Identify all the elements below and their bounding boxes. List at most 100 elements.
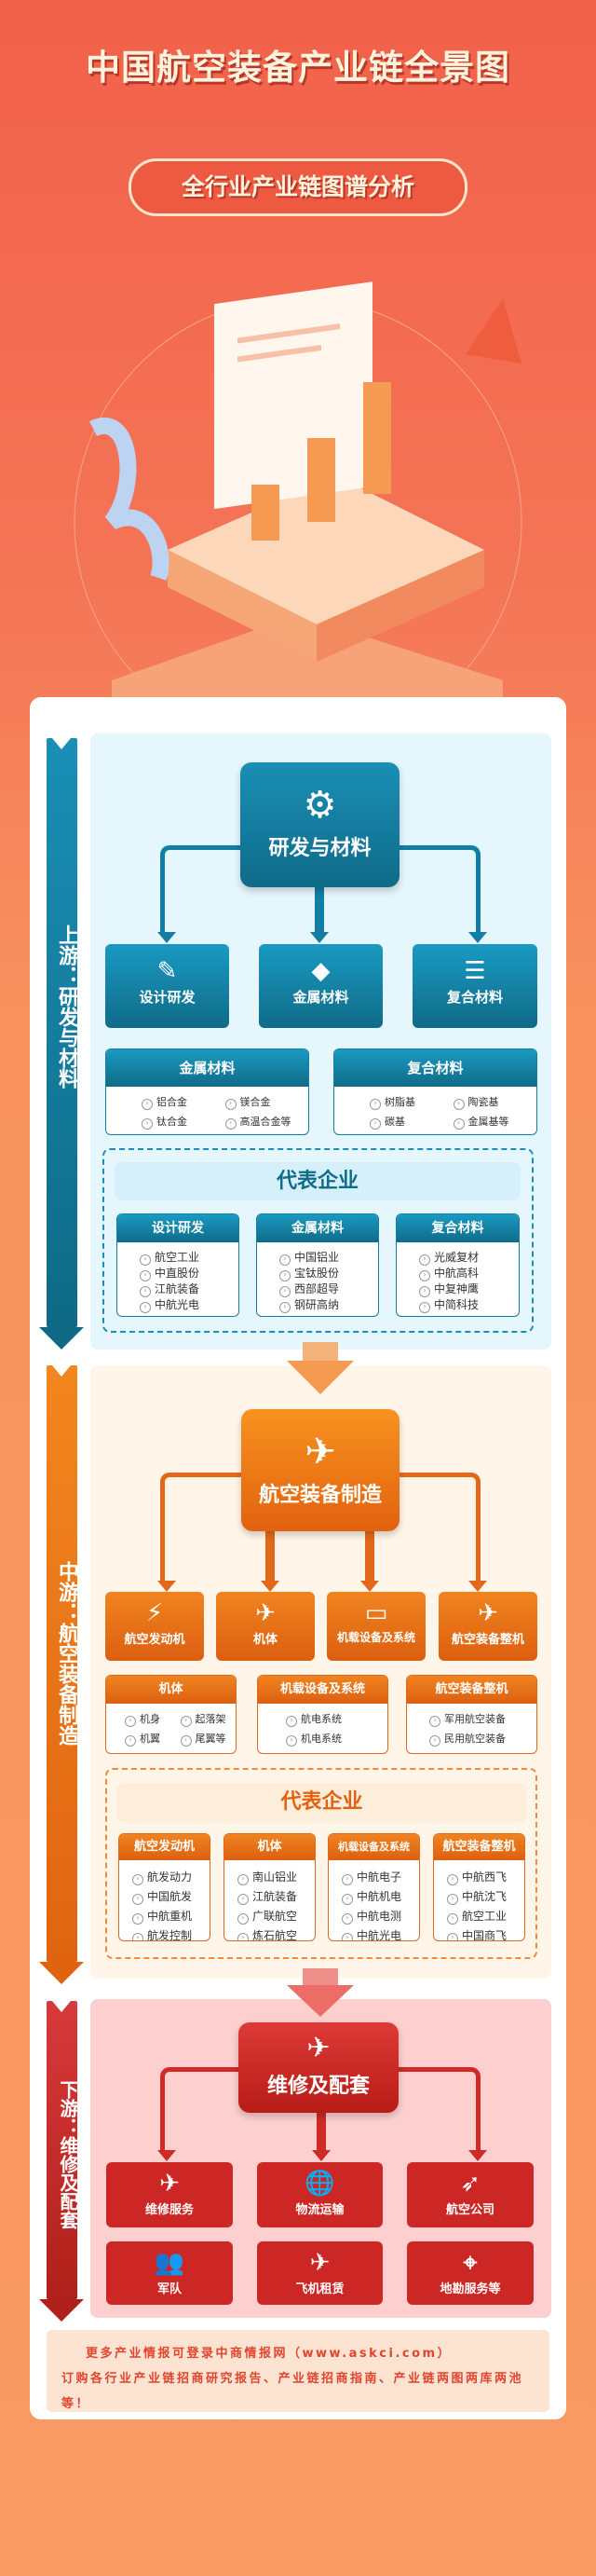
list-item: 中航重机: [132, 1907, 210, 1926]
box-label: 军队: [156, 2282, 182, 2296]
company-card-title: 设计研发: [117, 1214, 238, 1242]
connector-line: [265, 1528, 275, 1583]
section-chevron-icon: [287, 1985, 354, 2017]
footer-note: 更多产业情报可登录中商情报网（www.askci.com） 订购各行业产业链招商…: [47, 2330, 549, 2412]
box-label: 金属材料: [292, 989, 349, 1006]
list-item: 中航高科: [419, 1266, 519, 1281]
wing-logo-icon: ➶: [460, 2170, 481, 2198]
list-item: 高温合金等: [225, 1114, 309, 1130]
hub-label: 航空装备制造: [258, 1484, 382, 1507]
soldiers-icon: 👥: [154, 2249, 185, 2277]
downstream-side-label: 下游：维修及配套: [57, 2080, 79, 2229]
list-item: 金属基等: [454, 1114, 537, 1130]
section-chevron-icon: [287, 1361, 354, 1394]
material-card-metal: 金属材料 铝合金镁合金钛合金高温合金等: [105, 1048, 309, 1135]
upstream-box-metal: ◆ 金属材料: [259, 944, 383, 1028]
company-card-title: 航空发动机: [119, 1834, 210, 1860]
upstream-rep-title: 代表企业: [115, 1162, 521, 1200]
list-item: 机电系统: [286, 1731, 387, 1747]
connector-line: [317, 2111, 326, 2153]
box-label: 地勘服务等: [440, 2282, 501, 2296]
company-card: 机体 南山铝业江航装备广联航空炼石航空: [224, 1833, 316, 1941]
subtitle-badge: 全行业产业链图谱分析: [129, 158, 467, 216]
box-label: 飞机租赁: [295, 2282, 345, 2296]
page-title: 中国航空装备产业链全景图: [86, 48, 510, 88]
list-item: 航电系统: [286, 1711, 387, 1727]
list-item: 中直股份: [140, 1266, 238, 1281]
box-label: 航空装备整机: [451, 1633, 524, 1647]
list-item: 江航装备: [140, 1281, 238, 1297]
company-card: 航空发动机 航发动力中国航发中航重机航发控制: [118, 1833, 210, 1941]
list-item: 炼石航空: [237, 1926, 315, 1940]
list-item: 尾翼等: [181, 1731, 237, 1747]
arrow-down-icon: [157, 932, 176, 943]
material-card-composite: 复合材料 树脂基陶瓷基碳基金属基等: [333, 1048, 537, 1135]
material-card-aircraft: 航空装备整机 军用航空装备民用航空装备: [406, 1675, 537, 1754]
list-item: 南山铝业: [237, 1868, 315, 1887]
list-item: 中航机电: [342, 1887, 419, 1907]
midstream-box-avionics: ▭ 机载设备及系统: [327, 1592, 426, 1661]
plane-wrench-icon: ✈: [159, 2170, 180, 2198]
list-item: 碳基: [370, 1114, 454, 1130]
downstream-box-military: 👥 军队: [106, 2241, 233, 2305]
downstream-side-arrow: 下游：维修及配套: [39, 2001, 84, 2322]
company-card-title: 机载设备及系统: [329, 1834, 419, 1860]
material-card-title: 机体: [106, 1676, 236, 1704]
downstream-box-airline: ➶航空公司: [407, 2162, 534, 2227]
upstream-side-arrow: 上游：研发与材料: [39, 738, 84, 1350]
cube-gear-icon: ◆: [311, 957, 331, 985]
company-card-title: 航空装备整机: [434, 1834, 524, 1860]
list-item: 民用航空装备: [429, 1731, 536, 1747]
midstream-hub: ✈ 航空装备制造: [241, 1409, 400, 1531]
upstream-hub: ⚙ 研发与材料: [240, 762, 400, 887]
list-item: 中简科技: [419, 1297, 519, 1313]
downstream-box-maintenance: ✈ 维修服务: [106, 2162, 233, 2227]
arrow-down-icon: [468, 1581, 487, 1592]
list-item: 钢研高纳: [279, 1297, 378, 1313]
list-item: 航空工业: [447, 1907, 524, 1926]
list-item: 航发动力: [132, 1868, 210, 1887]
hero-illustration: [74, 281, 522, 699]
section-arrow-stem: [303, 1342, 338, 1363]
downstream-box-leasing: ✈飞机租赁: [257, 2241, 383, 2305]
layers-icon: ☰: [464, 957, 486, 985]
midstream-side-label: 中游：航空装备制造: [55, 1561, 78, 1746]
material-card-title: 金属材料: [106, 1049, 308, 1087]
company-card-title: 金属材料: [257, 1214, 378, 1242]
arrow-down-icon: [468, 2150, 487, 2161]
map-pin-icon: ⌖: [463, 2249, 478, 2277]
list-item: 航发控制: [132, 1926, 210, 1940]
list-item: 江航装备: [237, 1887, 315, 1907]
list-item: 机翼: [125, 1731, 181, 1747]
list-item: 中国航发: [132, 1887, 210, 1907]
box-label: 复合材料: [446, 989, 503, 1006]
computer-gear-icon: ▭: [364, 1599, 388, 1627]
box-label: 维修服务: [144, 2203, 194, 2217]
list-item: 树脂基: [370, 1094, 454, 1110]
list-item: 航空工业: [140, 1250, 238, 1266]
arrow-down-icon: [157, 2150, 176, 2161]
list-item: 军用航空装备: [429, 1711, 536, 1727]
list-item: 起落架: [181, 1711, 237, 1727]
list-item: 光威复材: [419, 1250, 519, 1266]
hub-label: 维修及配套: [266, 2075, 370, 2098]
arrow-down-icon: [310, 932, 329, 943]
list-item: 宝钛股份: [279, 1266, 378, 1281]
list-item: 广联航空: [237, 1907, 315, 1926]
company-card-title: 机体: [224, 1834, 315, 1860]
midstream-box-engine: ⚡航空发动机: [105, 1592, 204, 1661]
connector-line: [315, 885, 324, 934]
material-card-airframe: 机体 机身起落架机翼尾翼等: [105, 1675, 237, 1754]
box-label: 机载设备及系统: [336, 1631, 415, 1644]
list-item: 钛合金: [142, 1114, 225, 1130]
material-card-title: 复合材料: [334, 1049, 536, 1087]
plane-globe-icon: 🌐: [305, 2170, 335, 2198]
arrow-down-icon: [157, 1581, 176, 1592]
upstream-side-label: 上游：研发与材料: [55, 925, 78, 1089]
box-label: 航空发动机: [124, 1633, 185, 1647]
company-card-title: 复合材料: [397, 1214, 519, 1242]
material-card-avionics: 机载设备及系统 航电系统机电系统: [257, 1675, 388, 1754]
footer-line-2: 订购各行业产业链招商研究报告、产业链招商指南、产业链两图两库两池等！: [61, 2372, 524, 2411]
airframe-icon: ✈: [255, 1599, 276, 1627]
arrow-down-icon: [261, 1581, 279, 1592]
